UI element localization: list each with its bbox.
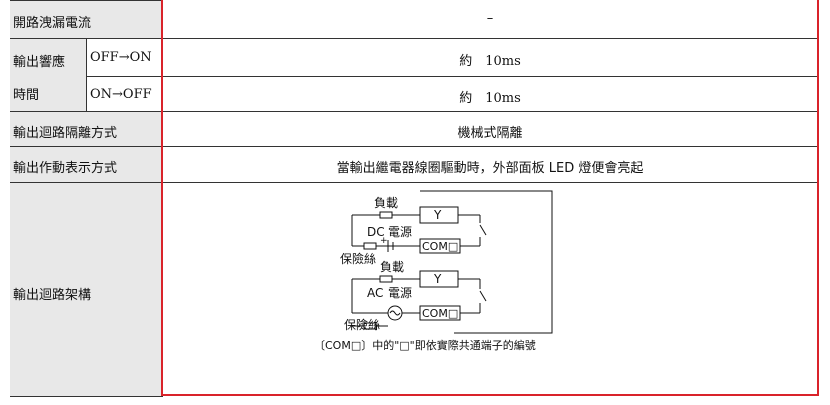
fuse-label-bottom: 保險絲 xyxy=(344,317,380,332)
row-label-text: 開路洩漏電流 xyxy=(13,16,92,31)
sub-label-on-off: ON→OFF xyxy=(86,76,162,111)
row-label-indication: 輸出作動表示方式 xyxy=(10,146,162,182)
row-label-text: 輸出迴路架構 xyxy=(13,288,92,303)
row-value-text: 約 10ms xyxy=(459,91,521,106)
fuse-top xyxy=(363,242,377,250)
row-value-text: 當輸出繼電器線圈驅動時，外部面板 LED 燈便會亮起 xyxy=(336,161,644,176)
power-label-bottom: 電源 xyxy=(388,286,412,300)
row-label-isolation: 輸出迴路隔離方式 xyxy=(10,111,162,146)
row-label-text: 輸出迴路隔離方式 xyxy=(13,126,118,141)
row-value-circuit: 負載 DC 電源 + 保險絲 負載 AC 電源 保險絲 Y COM□ Y COM… xyxy=(162,182,818,396)
relay-contact-top xyxy=(479,224,487,236)
y-box-text-top: Y xyxy=(433,208,442,222)
relay-contact-bottom xyxy=(479,290,487,302)
sub-label-text: OFF→ON xyxy=(90,50,152,65)
output-circuit-diagram: 負載 DC 電源 + 保險絲 負載 AC 電源 保險絲 Y COM□ Y COM… xyxy=(314,190,553,352)
y-box-text-bottom: Y xyxy=(433,272,442,286)
sub-label-text: ON→OFF xyxy=(90,87,152,102)
com-box-text-top: COM□ xyxy=(422,240,458,253)
row-value-text: 機械式隔離 xyxy=(457,126,523,141)
row-label-text: 輸出響應 xyxy=(13,55,66,70)
dc-label: DC xyxy=(367,225,385,239)
ac-sine-icon xyxy=(389,310,401,316)
plus-sign: + xyxy=(380,236,388,246)
sub-label-off-on: OFF→ON xyxy=(86,38,162,76)
power-label-top: 電源 xyxy=(388,225,412,239)
row-value-isolation: 機械式隔離 xyxy=(162,111,818,146)
row-value-indication: 當輸出繼電器線圈驅動時，外部面板 LED 燈便會亮起 xyxy=(162,146,818,182)
com-note: 〔COM□〕中的"□"即依實際共通端子的編號 xyxy=(314,338,536,352)
load-resistor-top xyxy=(379,211,393,219)
table-bottom-border xyxy=(10,396,163,397)
row-label-text: 輸出作動表示方式 xyxy=(13,161,118,176)
row-label-text-line2: 時間 xyxy=(13,88,40,103)
plc-frame-outline xyxy=(420,190,553,334)
ac-label: AC xyxy=(367,286,383,300)
load-label-bottom: 負載 xyxy=(380,260,404,274)
row-value-off-on: 約 10ms xyxy=(162,38,818,76)
row-value-on-off: 約 10ms xyxy=(162,76,818,111)
load-label-top: 負載 xyxy=(374,196,398,210)
row-label-leakage-current: 開路洩漏電流 xyxy=(10,0,162,38)
fuse-label-top: 保險絲 xyxy=(340,251,376,266)
row-value-text: 約 10ms xyxy=(459,54,521,69)
row-value-text: – xyxy=(486,11,494,26)
load-resistor-bottom xyxy=(379,275,393,283)
row-value-leakage-current: – xyxy=(162,0,818,38)
row-label-circuit: 輸出迴路架構 xyxy=(10,182,162,397)
com-box-text-bottom: COM□ xyxy=(422,307,458,320)
